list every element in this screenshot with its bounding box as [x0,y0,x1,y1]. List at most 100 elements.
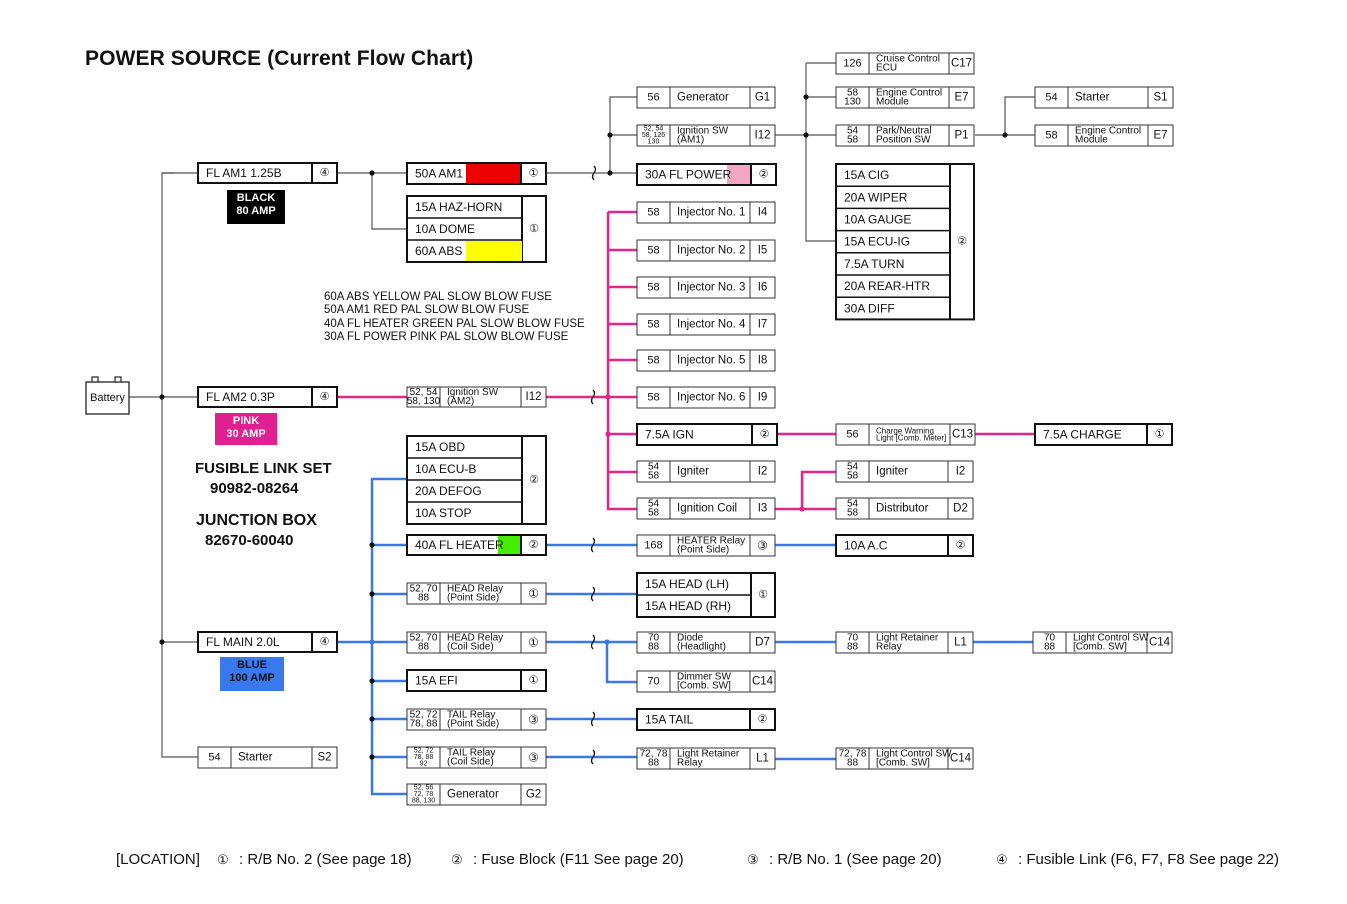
component-name: Ignition SW [677,125,729,136]
component-pages: 88 [1044,642,1056,653]
component-box [636,386,776,409]
component-pages: 52, 54 [410,387,438,398]
fuse-color-notes: 60A ABS YELLOW PAL SLOW BLOW FUSE 50A AM… [324,291,585,345]
component-box [636,747,776,770]
component-pages: 58 [647,245,659,257]
component-name: Relay [677,758,703,769]
component-name: [Comb. SW] [876,758,930,769]
component-name: (AM1) [677,135,704,146]
component-name: Ignition SW [447,387,499,398]
fuse-box [197,631,338,653]
component-box [636,276,776,299]
fuse-location: ② [529,474,539,486]
component-box [636,201,776,224]
component-pages: 58 [647,392,659,404]
component-box [636,313,776,336]
component-name: Position SW [876,135,931,146]
component-pages: 70 [1044,632,1056,643]
component-pages: 70 [648,632,660,643]
component-code: I4 [758,207,768,219]
component-name: Light Control SW [1073,632,1149,643]
component-box [835,86,975,109]
component-code: D2 [953,503,968,515]
junction-dot [369,754,375,760]
fuse-row-label: 15A HEAD (RH) [645,599,731,613]
component-code: C13 [952,429,973,441]
fuse-box [197,386,338,408]
junction-dot [605,394,611,400]
legend-text-2: : Fuse Block (F11 See page 20) [473,851,684,868]
component-box [1034,86,1174,109]
component-box [636,86,776,109]
component-name: HEAD Relay [447,632,503,643]
component-code: C14 [1149,637,1171,649]
battery-label: Battery [90,392,125,404]
wire-break-symbol [590,537,596,553]
junction-dot [803,132,809,138]
fuse-row-label: 10A GAUGE [844,213,911,227]
component-name: ECU [876,63,897,74]
component-name: (AM2) [447,396,474,407]
component-code: ③ [757,539,768,553]
junction-dot [369,678,375,684]
component-name: [Comb. SW] [1073,642,1127,653]
component-box [1032,631,1173,654]
component-code: C14 [950,753,972,765]
component-name: Starter [1075,92,1110,104]
fuse-box [406,669,547,692]
fuse-note: 30A FL POWER PINK PAL SLOW BLOW FUSE [324,331,569,344]
component-pages: 56 [846,429,858,441]
fuse-location: ① [529,168,539,180]
component-name: Starter [238,752,273,764]
fuse-note: 60A ABS YELLOW PAL SLOW BLOW FUSE [324,291,552,303]
component-name: Igniter [677,466,709,478]
component-name: Generator [677,92,729,104]
fuse-label: 7.5A CHARGE [1043,428,1122,442]
component-pages: 54 [1045,92,1057,104]
component-name: Injector No. 3 [677,282,745,294]
junction-box-label: JUNCTION BOX [196,512,317,529]
junction-dot [159,639,165,645]
component-code: I7 [758,319,768,331]
legend-symbol-4: ④ [996,852,1008,867]
component-name: Light Retainer [876,632,939,643]
wire [609,96,637,173]
component-code: I8 [758,355,768,367]
wire-break-symbol [590,586,596,602]
component-box [835,423,976,446]
battery-terminal [91,376,99,383]
component-name: HEAD Relay [447,583,503,594]
fuse-row-label: 15A ECU-IG [844,235,910,249]
junction-dot [607,132,613,138]
component-name: TAIL Relay [447,709,495,720]
component-pages: 58 [847,471,859,482]
component-pages: 52, 70 [410,583,438,594]
fuse-row-label: 10A ECU-B [415,462,476,476]
component-box [636,460,776,483]
component-pages: 52, 70 [410,632,438,643]
fuse-color-swatch [498,536,522,554]
component-pages: 58 [647,282,659,294]
component-pages: 52, 72 [414,748,434,755]
component-pages: 78, 88 [410,719,438,730]
legend-symbol-2: ② [451,852,463,867]
component-name: Module [876,97,909,108]
junction-dot [369,591,375,597]
component-pages: 88 [418,642,430,653]
component-box [636,497,776,520]
fuse-location: ② [758,714,768,726]
component-pages: 72, 78 [414,791,434,798]
component-box [1034,124,1174,147]
fuse-row-label: 60A ABS [415,244,462,258]
component-pages: 58 [1045,130,1057,142]
component-pages: 88 [648,642,660,653]
component-pages: 58 [647,207,659,219]
